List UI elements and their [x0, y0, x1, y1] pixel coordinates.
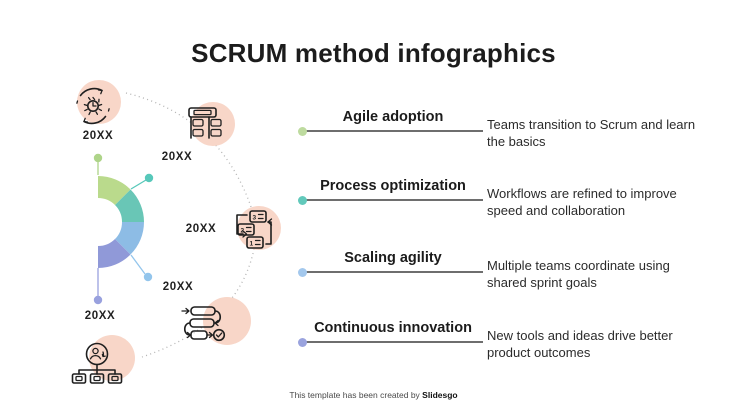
year-label-2: 20XX — [161, 151, 193, 163]
donut-segment-4 — [98, 239, 131, 268]
phase-title-process-optimization: Process optimization — [320, 178, 466, 194]
page-title: SCRUM method infographics — [191, 38, 556, 68]
donut-segment-3 — [115, 222, 144, 255]
phase-line-3 — [298, 267, 483, 277]
phase-title-scaling-agility: Scaling agility — [344, 250, 442, 266]
year-label-5: 20XX — [84, 310, 116, 322]
svg-text:3: 3 — [253, 215, 257, 222]
phase-title-continuous-innovation: Continuous innovation — [314, 320, 472, 336]
callout-line-3 — [130, 254, 146, 275]
team-structure-icon — [188, 107, 222, 139]
year-label-4: 20XX — [162, 281, 194, 293]
callout-dot-1 — [93, 153, 103, 163]
callout-dot-2 — [144, 173, 154, 183]
phase-dot-4 — [298, 337, 307, 347]
donut-callouts — [93, 153, 154, 305]
half-donut-chart — [98, 176, 144, 268]
callout-dot-3 — [143, 272, 153, 282]
workflow-check-icon — [181, 306, 226, 342]
footer-credit: This template has been created by Slides… — [0, 390, 747, 400]
phase-line-1 — [298, 126, 483, 136]
accent-circle-4 — [203, 297, 251, 345]
footer-credit-text: This template has been created by — [289, 390, 423, 400]
phase-dot-1 — [298, 126, 307, 136]
phase-dot-3 — [298, 267, 307, 277]
phase-title-agile-adoption: Agile adoption — [342, 109, 444, 125]
donut-segment-2 — [115, 189, 144, 222]
year-label-3: 20XX — [185, 223, 217, 235]
phase-description-1: Teams transition to Scrum and learn the … — [487, 117, 696, 149]
team-hierarchy-icon — [71, 342, 123, 384]
phase-dot-2 — [298, 195, 307, 205]
donut-segment-1 — [98, 176, 131, 205]
priority-list-icon: 3 2 1 — [236, 210, 273, 249]
phase-line-2 — [298, 195, 483, 205]
phase-description-2: Workflows are refined to improve speed a… — [487, 186, 677, 218]
accent-circle-3 — [237, 206, 281, 250]
year-label-1: 20XX — [82, 130, 114, 142]
time-management-icon — [76, 87, 110, 125]
accent-circle-2 — [191, 102, 235, 146]
callout-dot-4 — [93, 295, 103, 305]
callout-line-2 — [130, 179, 147, 190]
footer-brand: Slidesgo — [422, 390, 458, 400]
phase-line-4 — [298, 337, 483, 347]
phase-description-4: New tools and ideas drive better product… — [487, 328, 673, 360]
svg-text:1: 1 — [250, 241, 254, 248]
phase-description-3: Multiple teams coordinate using shared s… — [487, 258, 670, 290]
